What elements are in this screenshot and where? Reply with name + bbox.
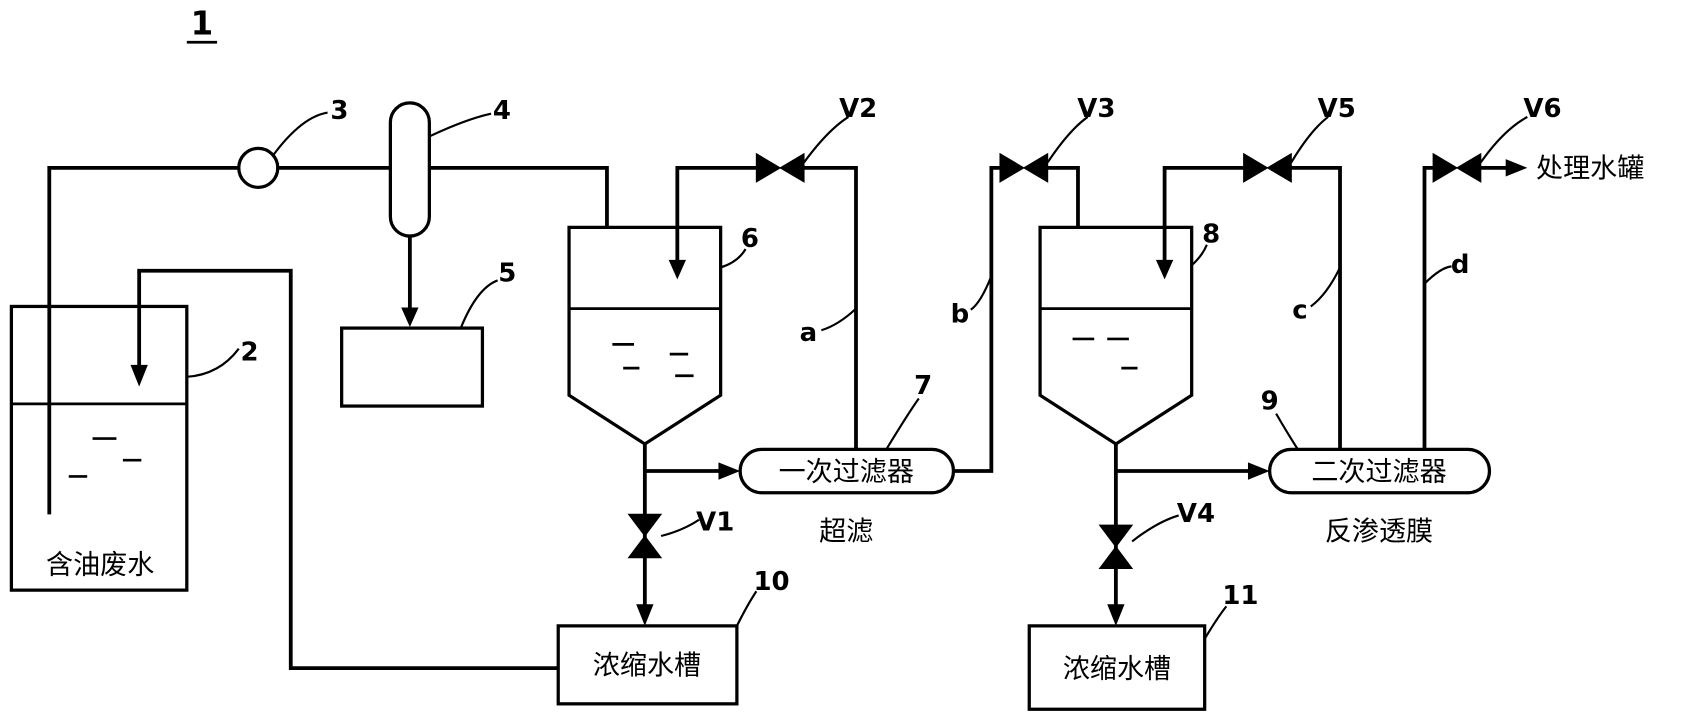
valve-v1-bottom <box>627 535 663 559</box>
line-d-label: d <box>1451 250 1470 280</box>
separator-vessel <box>388 101 431 238</box>
valve-v3-leader <box>1046 116 1089 164</box>
primary-filter-type: 超滤 <box>819 516 873 547</box>
secondary-filter-type: 反渗透膜 <box>1325 516 1433 547</box>
secondary-filter-ref: 9 <box>1261 386 1279 416</box>
waste-tank-leader <box>186 348 240 378</box>
arrow-right-icon <box>1247 462 1270 480</box>
figure-number: 1 <box>191 5 214 43</box>
arrow-down-icon <box>668 259 686 280</box>
collector-ref: 5 <box>498 259 516 289</box>
concentrate-tank-1-label: 浓缩水槽 <box>593 651 701 682</box>
concentrate-tank-1-ref: 10 <box>753 567 789 597</box>
concentrate-tank-2-leader <box>1203 605 1228 640</box>
arrow-right-icon <box>718 462 741 480</box>
primary-filter-label: 一次过滤器 <box>779 457 914 488</box>
valve-v2-leader <box>803 116 849 164</box>
pump-ref: 3 <box>330 96 348 126</box>
concentrate-tank-1 <box>556 624 739 706</box>
return-pipe-c-upper <box>1162 165 1246 263</box>
primary-filter-ref: 7 <box>914 371 932 401</box>
recycle-pipe <box>137 268 559 671</box>
valve-v2-label: V2 <box>839 94 877 124</box>
concentrate-tank-2-label: 浓缩水槽 <box>1063 654 1171 685</box>
return-pipe-a <box>804 165 858 450</box>
valve-v4-top <box>1098 524 1134 548</box>
primary-filter-leader <box>885 397 920 450</box>
collector-leader <box>459 279 499 329</box>
line-b-leader <box>970 275 993 311</box>
waste-tank-ref: 2 <box>241 338 259 368</box>
valve-v2-left <box>755 152 782 183</box>
waste-water-tank <box>9 304 189 592</box>
arrow-down-icon <box>130 364 148 387</box>
line-b-label: b <box>951 300 970 330</box>
second-tank-ref: 8 <box>1202 220 1220 250</box>
intake-pipe <box>47 165 239 515</box>
concentrate-tank-2-ref: 11 <box>1222 581 1258 611</box>
secondary-filter <box>1268 447 1492 495</box>
line-a-label: a <box>800 318 818 348</box>
line-c-leader <box>1310 266 1341 308</box>
valve-v5-left <box>1243 152 1269 183</box>
valve-v4-leader <box>1131 514 1179 543</box>
second-tank-leader <box>1190 244 1208 267</box>
valve-v4-bottom <box>1098 545 1134 570</box>
secondary-filter-leader <box>1275 413 1299 450</box>
waste-tank-label: 含油废水 <box>46 550 154 581</box>
pump-leader <box>272 111 328 156</box>
pump-symbol <box>237 146 280 189</box>
line-a-leader <box>821 307 857 332</box>
valve-v3-label: V3 <box>1077 94 1115 124</box>
valve-v5-right <box>1266 152 1292 183</box>
arrow-right-icon <box>1505 159 1528 177</box>
concentrate-tank-2 <box>1027 624 1207 711</box>
first-tank-ref: 6 <box>741 224 759 254</box>
valve-v4-label: V4 <box>1177 499 1215 529</box>
arrow-down-icon <box>1107 604 1125 626</box>
line-c-label: c <box>1292 295 1307 325</box>
concentrate-tank-1-leader <box>735 590 758 627</box>
valve-v5-leader <box>1290 116 1329 163</box>
valve-v6-leader <box>1479 115 1528 164</box>
separator-leader <box>428 112 492 138</box>
collector-box <box>340 326 485 408</box>
valve-v3-left <box>999 152 1025 183</box>
valve-v6-right <box>1455 152 1482 183</box>
valve-v1-top <box>627 513 663 537</box>
arrow-down-icon <box>401 307 419 328</box>
secondary-filter-label: 二次过滤器 <box>1311 457 1446 488</box>
valve-v6-label: V6 <box>1523 94 1561 124</box>
valve-v6-left <box>1432 152 1459 183</box>
treated-water-tank-label: 处理水罐 <box>1536 154 1644 185</box>
arrow-down-icon <box>1155 259 1174 280</box>
first-tank-leader <box>720 248 747 269</box>
first-tank <box>567 225 723 446</box>
valve-v1-leader <box>660 518 700 538</box>
arrow-down-icon <box>636 604 654 626</box>
separator-ref: 4 <box>493 96 511 126</box>
transfer-pipe-b <box>953 165 1003 473</box>
return-pipe-a-upper <box>675 165 759 263</box>
valve-v5-label: V5 <box>1318 94 1356 124</box>
product-pipe-d <box>1422 165 1436 450</box>
line-d-leader <box>1423 265 1452 285</box>
return-pipe-c <box>1289 165 1342 450</box>
valve-v2-right <box>779 152 805 183</box>
valve-v1-label: V1 <box>696 508 734 538</box>
valve-v3-right <box>1022 152 1049 183</box>
